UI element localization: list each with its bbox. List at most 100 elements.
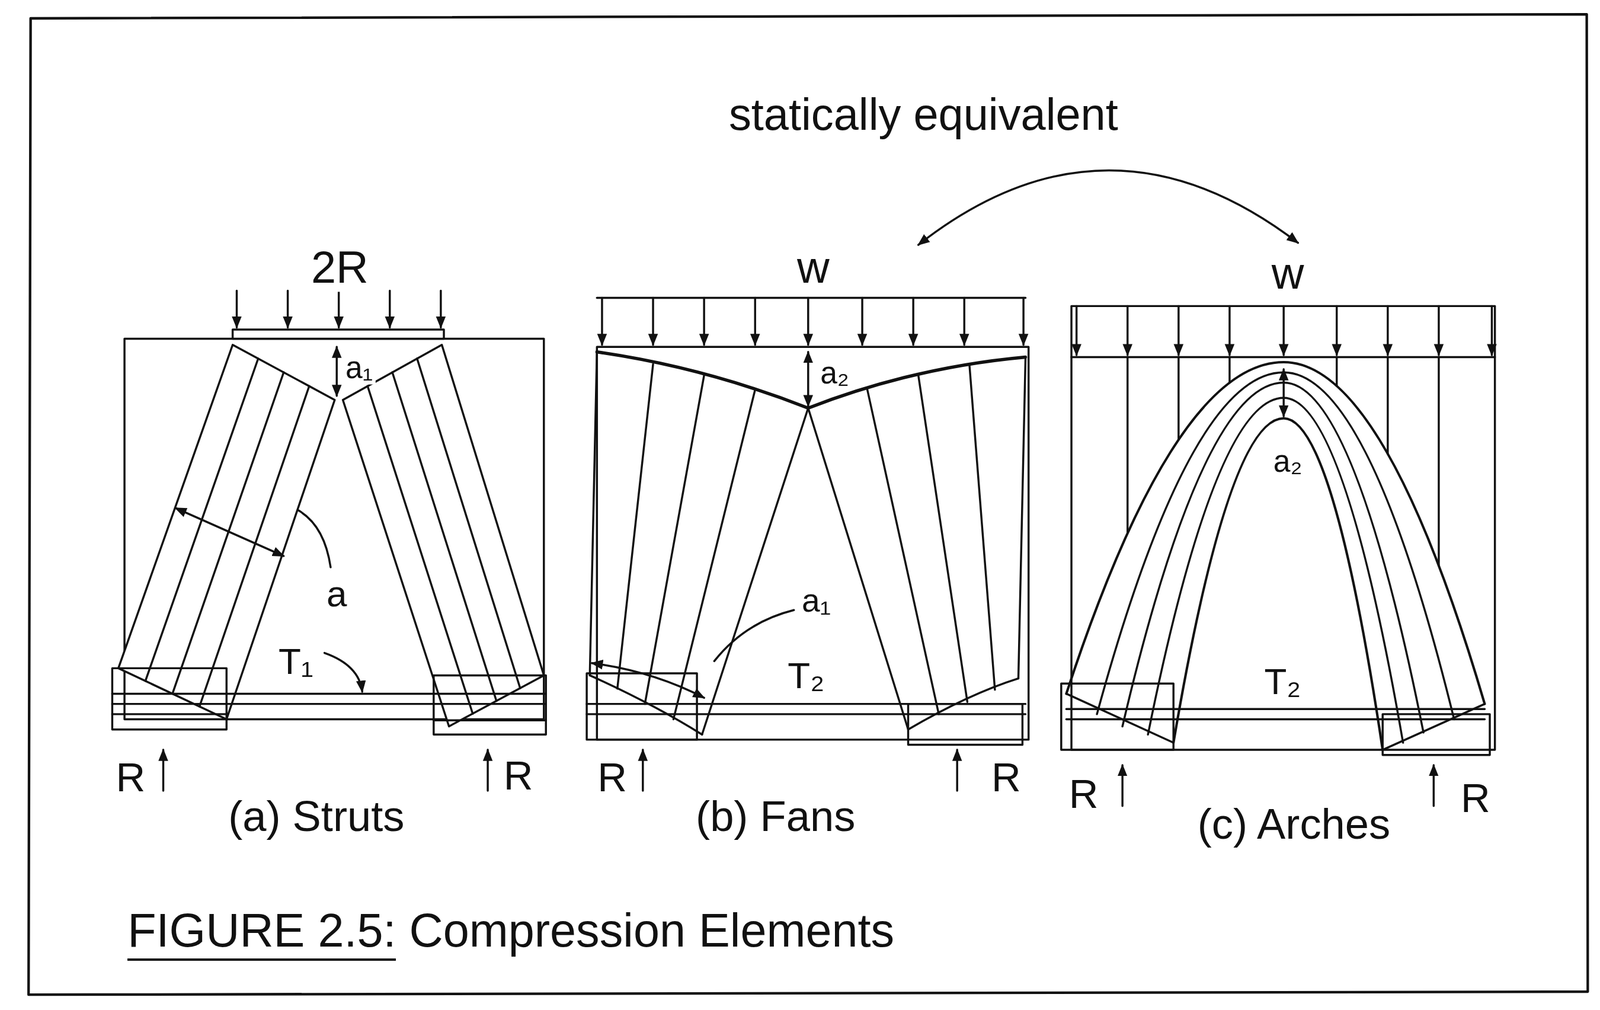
struts-panel-stroke: [172, 372, 284, 694]
fans-panel-stroke: [963, 298, 966, 345]
struts-panel-stroke: [337, 290, 340, 328]
fans-panel-stroke: [641, 749, 644, 791]
fans-panel-stroke: [754, 298, 757, 345]
arches-panel-stroke: [1066, 708, 1485, 710]
arches-panel-stroke: [1177, 356, 1180, 440]
struts-panel-stroke: [486, 749, 489, 791]
fans-panel-stroke: [651, 298, 654, 345]
load-label: w: [1268, 248, 1308, 299]
arches-panel-stroke: [1121, 765, 1123, 806]
arches-panel-stroke: [1173, 418, 1383, 750]
struts-panel-stroke: [286, 290, 289, 328]
arches-panel-stroke: [1437, 305, 1440, 355]
struts-panel-stroke: [392, 372, 497, 701]
arches-panel-stroke: [1282, 305, 1285, 355]
figure-caption: FIGURE 2.5: Compression Elements: [127, 904, 895, 957]
fans-panel: [586, 298, 1029, 791]
arches-panel-stroke: [1096, 372, 1455, 719]
fans-panel-stroke: [955, 749, 958, 791]
struts-panel-stroke: [336, 346, 338, 396]
arches-panel-stroke: [1126, 305, 1129, 355]
struts-panel: [112, 290, 546, 791]
arches-panel-stroke: [1437, 356, 1440, 565]
arches-panel-stroke: [1071, 356, 1496, 358]
struts-panel-stroke: [298, 510, 331, 568]
arches-panel-stroke: [1075, 305, 1078, 355]
equivalence-arrow: [918, 170, 1299, 245]
struts-panel-stroke: [367, 385, 473, 714]
panel-label: (c) Arches: [1194, 801, 1394, 849]
tie-label: T₂: [784, 655, 828, 696]
struts-panel-stroke: [235, 290, 238, 328]
struts-panel-stroke: [112, 692, 546, 695]
equivalence-note: statically equivalent: [725, 89, 1122, 139]
arches-panel-stroke: [1126, 356, 1129, 533]
fans-panel-stroke: [617, 363, 654, 688]
reaction-label: R: [987, 754, 1024, 800]
arches-panel-stroke: [1122, 382, 1424, 732]
struts-panel-stroke: [433, 718, 546, 721]
fans-panel-stroke: [589, 352, 597, 676]
arches-panel-stroke: [1066, 718, 1485, 720]
reaction-label: R: [1065, 771, 1102, 817]
caption-underline: [127, 958, 396, 961]
dimension-label: a: [323, 573, 350, 614]
struts-panel-stroke: [324, 653, 363, 692]
struts-panel-stroke: [439, 290, 442, 328]
struts-panel-stroke: [118, 344, 335, 720]
arches-panel-stroke: [1335, 356, 1338, 386]
struts-panel-stroke: [232, 329, 444, 339]
fans-panel-stroke: [1018, 356, 1026, 678]
outer-frame: [28, 14, 1588, 995]
arches-panel-stroke: [1061, 683, 1174, 750]
struts-panel-stroke: [112, 702, 546, 705]
fans-panel-stroke: [969, 363, 995, 690]
fans-panel-stroke: [586, 702, 1026, 705]
fans-panel-stroke: [586, 712, 1026, 715]
struts-panel-stroke: [343, 344, 544, 727]
arches-panel-stroke: [1490, 305, 1493, 355]
struts-panel-stroke: [162, 749, 165, 791]
struts-panel-stroke: [388, 290, 391, 328]
load-label: w: [793, 242, 834, 292]
fans-panel-stroke: [861, 298, 863, 345]
fans-panel-stroke: [807, 298, 809, 345]
fans-panel-stroke: [714, 609, 794, 661]
dimension-label: a₂: [817, 355, 852, 390]
arches-panel-stroke: [1147, 397, 1403, 743]
load-label: 2R: [307, 242, 373, 292]
arches-panel-stroke: [1066, 362, 1485, 704]
arches-panel-stroke: [1386, 305, 1389, 355]
fans-panel-stroke: [596, 352, 1026, 409]
reaction-label: R: [112, 754, 149, 800]
arches-panel-stroke: [1382, 704, 1485, 750]
arches-panel-stroke: [1335, 305, 1338, 355]
panel-label: (b) Fans: [692, 792, 859, 841]
fans-panel-stroke: [807, 352, 809, 406]
arches-panel-stroke: [1282, 369, 1285, 416]
panel-label: (a) Struts: [224, 792, 408, 841]
struts-panel-stroke: [112, 712, 227, 715]
outer-frame-stroke: [28, 14, 1588, 995]
reaction-label: R: [1457, 775, 1494, 821]
struts-panel-stroke: [175, 507, 284, 556]
fans-panel-stroke: [702, 298, 705, 345]
fans-panel-stroke: [673, 389, 755, 720]
fans-panel-stroke: [912, 298, 914, 345]
tie-label: T₂: [1261, 661, 1305, 702]
struts-panel-stroke: [112, 667, 227, 729]
dimension-label: a₂: [1271, 444, 1305, 479]
fans-panel-stroke: [596, 346, 1029, 740]
reaction-label: R: [594, 754, 631, 800]
fans-panel-stroke: [908, 704, 1023, 745]
arches-panel: [1061, 305, 1496, 806]
fans-panel-stroke: [586, 673, 697, 740]
fans-panel-stroke: [592, 663, 704, 699]
arches-panel-stroke: [1228, 356, 1231, 383]
arches-panel-stroke: [1432, 765, 1435, 806]
arches-panel-stroke: [1386, 356, 1389, 454]
tie-label: T₁: [275, 641, 317, 682]
fans-panel-stroke: [596, 296, 1026, 299]
